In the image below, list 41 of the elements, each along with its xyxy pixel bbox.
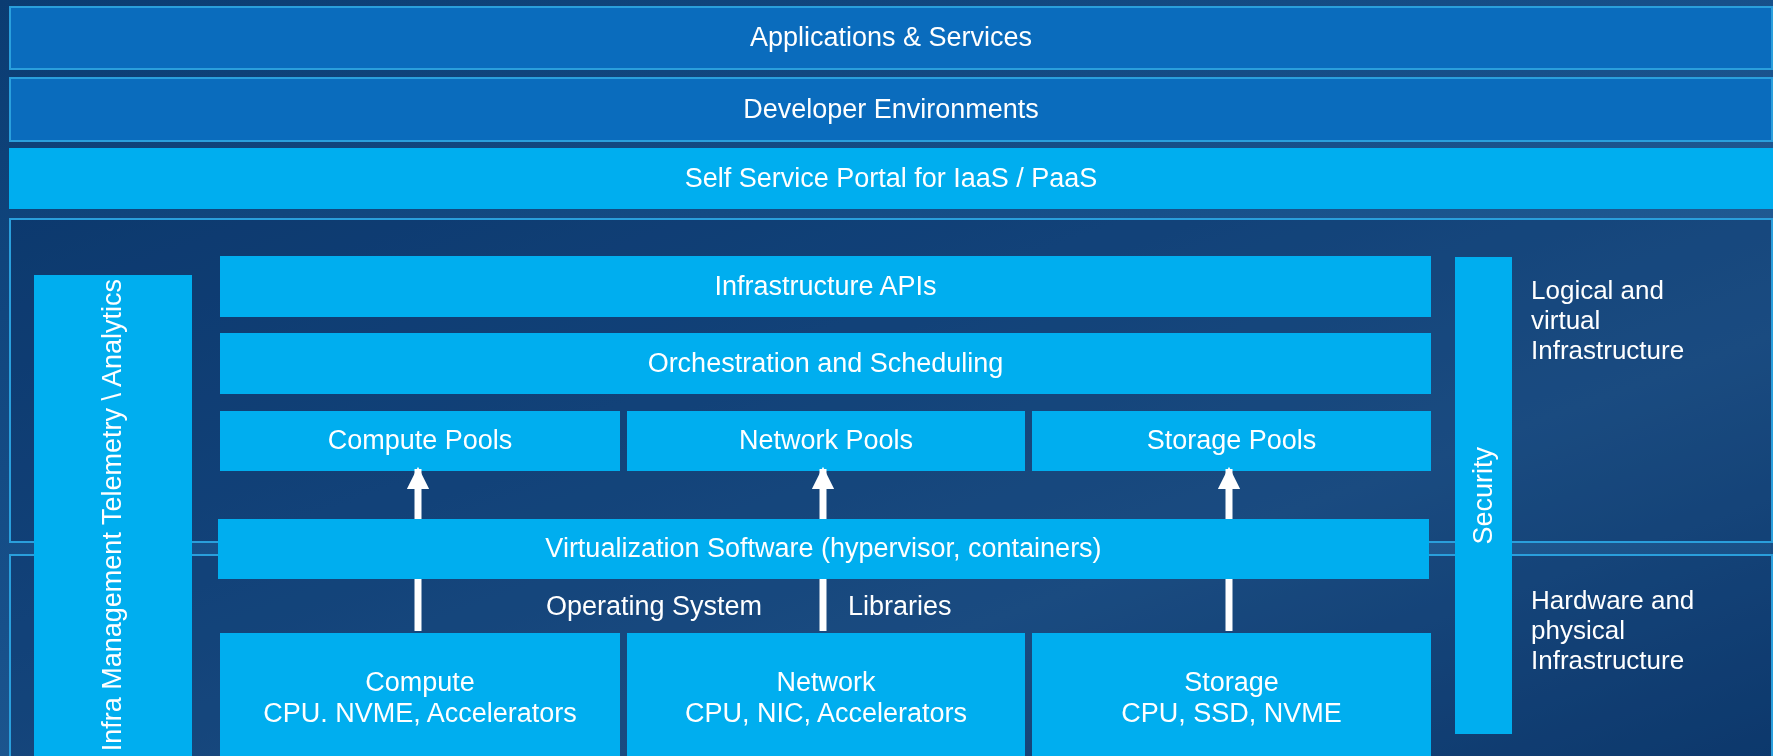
box-label: Orchestration and Scheduling [647,347,1004,379]
layer-box [627,411,1025,471]
box-heading: Compute [365,666,475,698]
connector-line [819,579,827,631]
arrow [811,466,835,519]
layer-box [220,633,620,756]
layer-box [220,256,1431,317]
box-label: Infrastructure APIs [714,270,937,302]
layer-box [218,519,1429,579]
box-label: Hardware and physical Infrastructure [1531,586,1696,676]
box-label: CPU, SSD, NVME [1121,698,1342,730]
box-label: CPU, NIC, Accelerators [684,698,968,730]
layer-box [1032,633,1431,756]
connector-line [1225,579,1233,631]
box-label: Developer Environments [743,93,1039,125]
connector-line [414,579,422,631]
layer-box [1032,411,1431,471]
box-label: Compute Pools [327,425,513,457]
box-label: CPU. NVME, Accelerators [263,698,577,730]
box-label: Infra Management Telemetry \ Analytics [97,279,129,752]
layer-box [220,411,620,471]
box-label: Network Pools [738,425,914,457]
arrow [406,466,430,519]
box-heading: Storage [1184,666,1279,698]
box-label: Self Service Portal for IaaS / PaaS [684,162,1098,194]
side-bar [1455,257,1512,734]
box-heading: Network [776,666,876,698]
box-label: Virtualization Software (hypervisor, containers) [545,533,1102,565]
layer-bar [9,6,1773,70]
layer-box [627,633,1025,756]
side-bar [34,275,192,756]
layer-label: Operating System [546,591,763,622]
layer-box [220,333,1431,394]
box-label: Applications & Services [749,22,1033,54]
layer-bar [9,148,1773,209]
arrow [1217,466,1241,519]
layer-label: Libraries [848,591,952,622]
box-label: Logical and virtual Infrastructure [1531,276,1686,366]
layer-bar [9,77,1773,142]
box-label: Security [1467,446,1499,545]
box-label: Storage Pools [1146,425,1317,457]
